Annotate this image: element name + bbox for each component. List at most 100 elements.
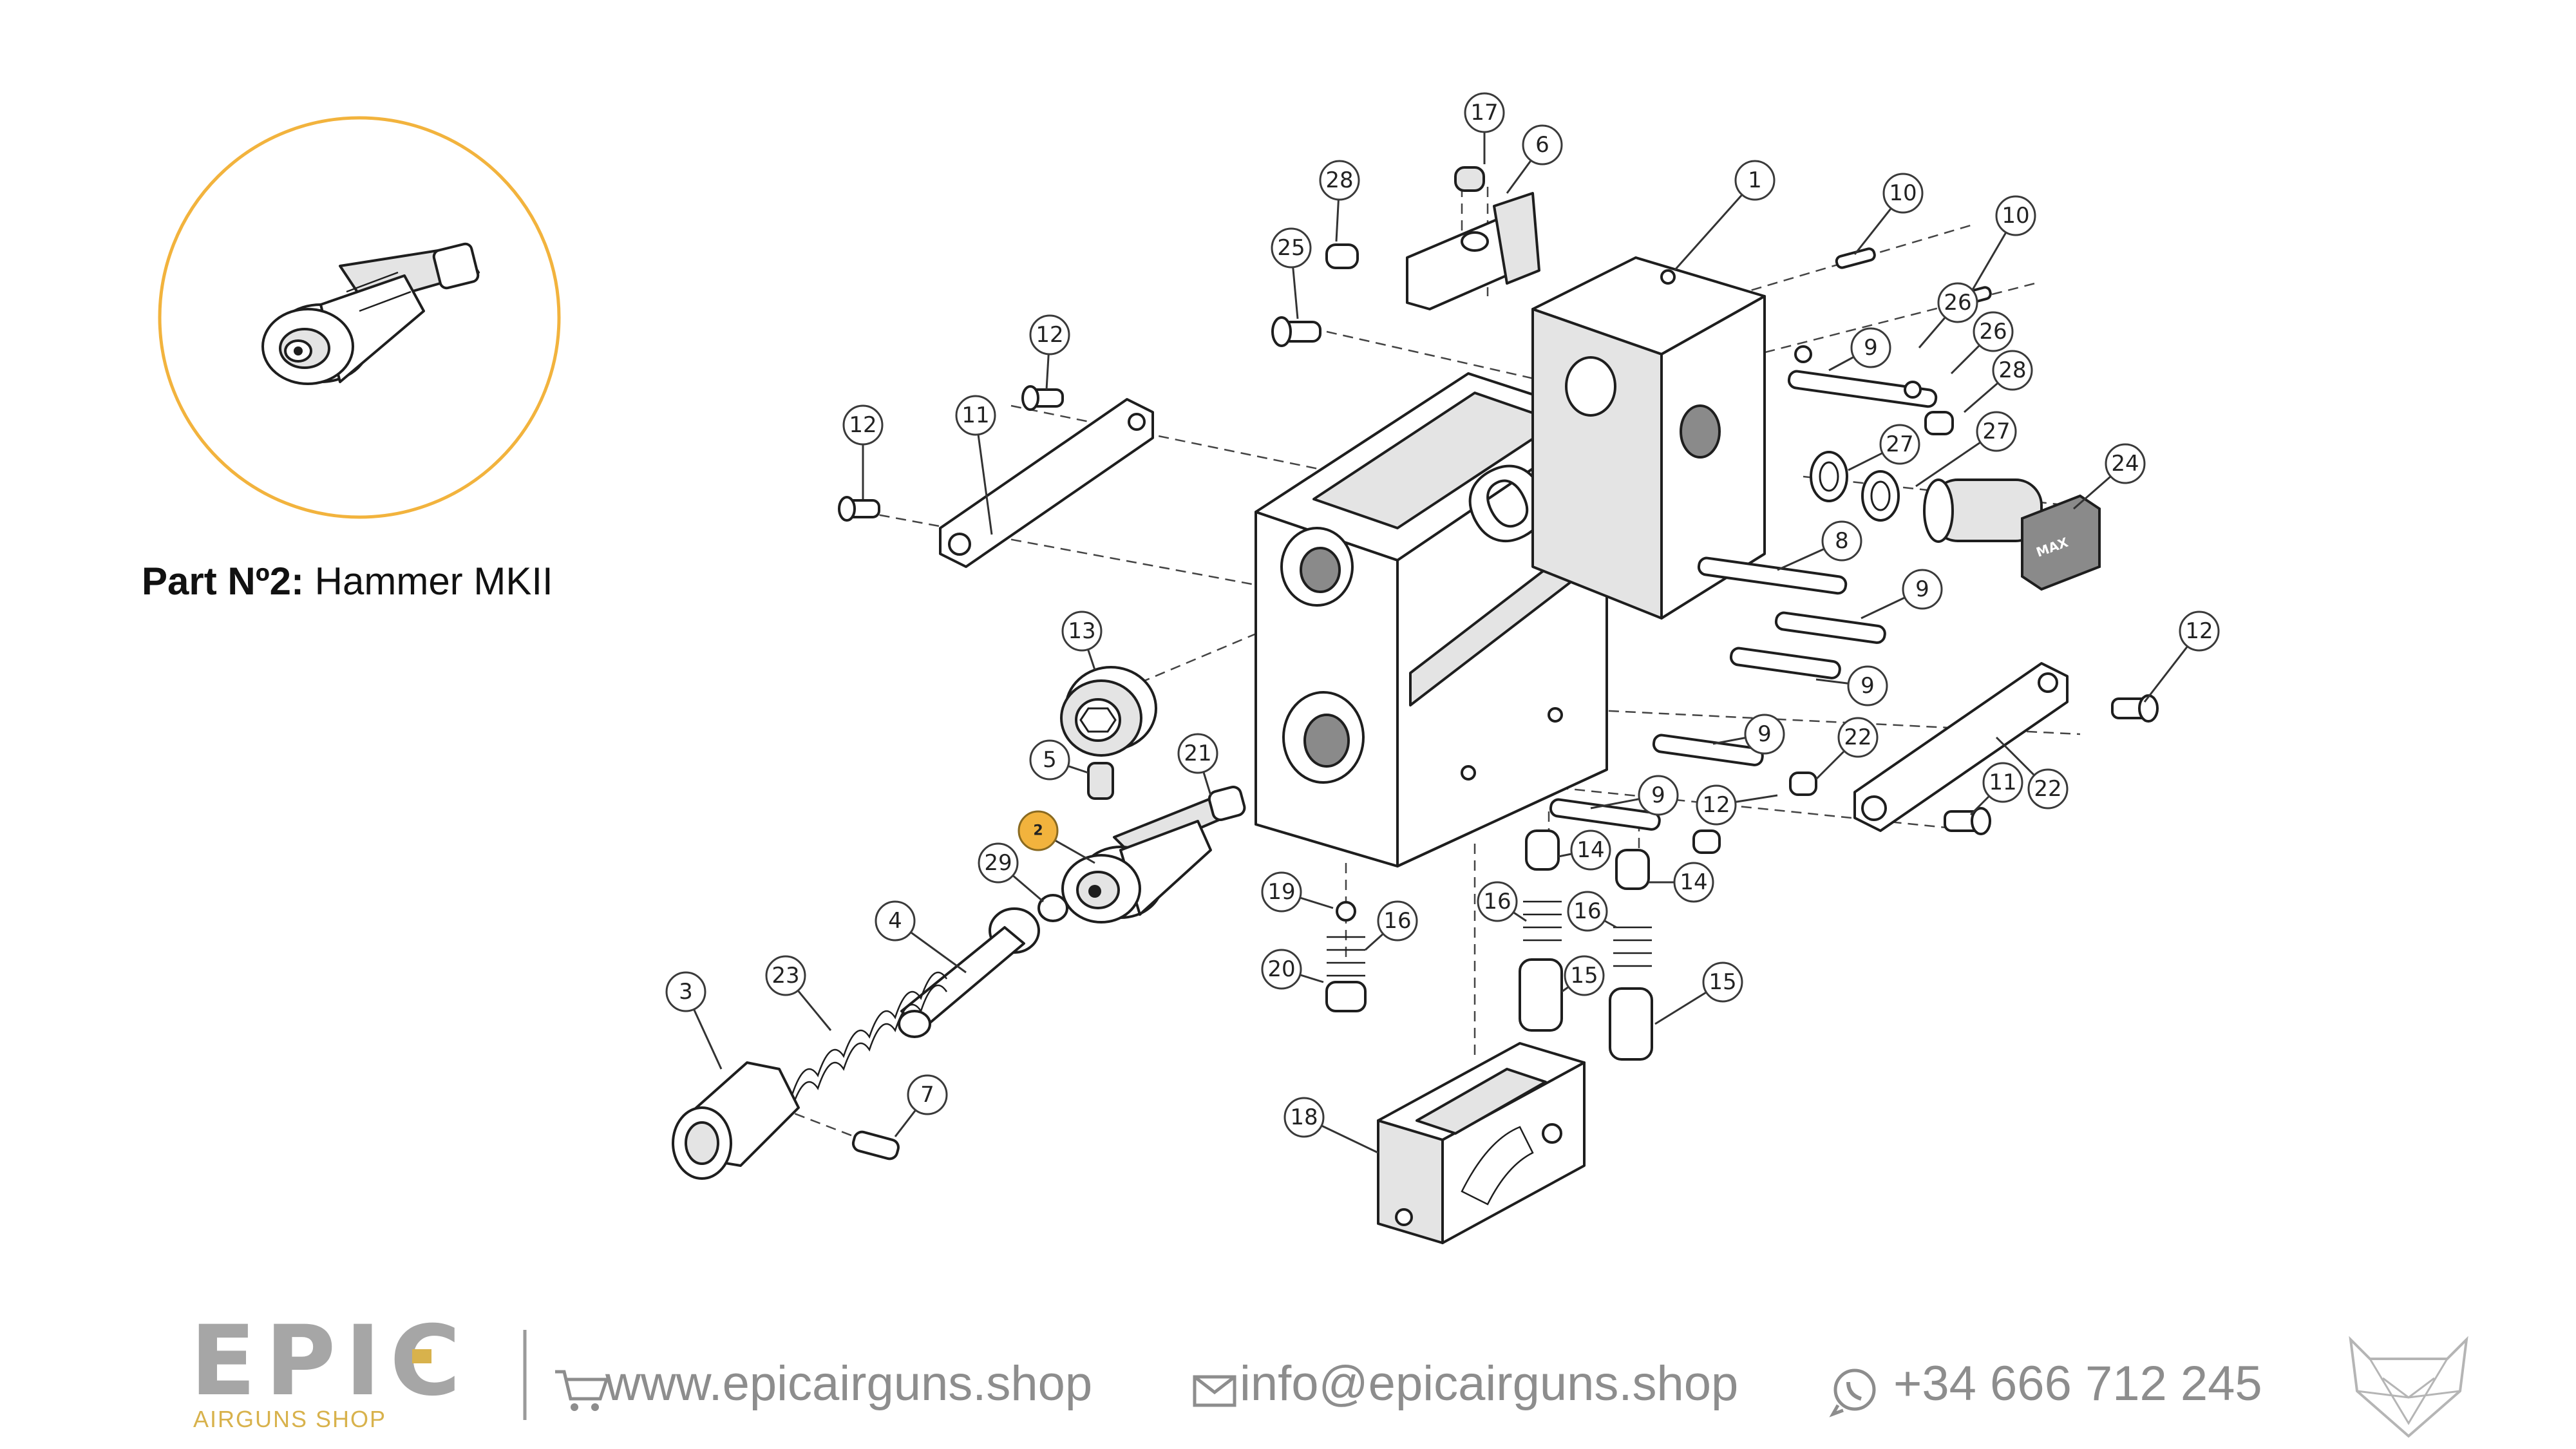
callout-circle (1522, 124, 1563, 166)
callout-number: 17 (1470, 100, 1498, 126)
side-plates (939, 398, 2069, 832)
safety-selector: MAX (1810, 451, 2101, 591)
website-link[interactable]: www.epicairguns.shop (605, 1356, 1093, 1411)
callout-circle (978, 842, 1019, 884)
callout-circle (1564, 955, 1605, 996)
callout-14: 14 (1558, 829, 1611, 871)
callout-number: 15 (1570, 963, 1598, 989)
callout-2-highlighted[interactable]: 2 (1018, 810, 1095, 864)
callout-16: 16 (1364, 900, 1418, 951)
callout-number: 12 (1036, 322, 1063, 348)
callout-circle (1902, 569, 1943, 610)
callout-circle (1882, 173, 1924, 214)
callout-circle (1029, 739, 1070, 781)
callout-circle (1177, 733, 1218, 774)
email-link[interactable]: info@epicairguns.shop (1240, 1356, 1739, 1411)
callout-26: 26 (1918, 282, 1978, 348)
callout-circle (1847, 665, 1888, 706)
callout-circle (2105, 443, 2146, 484)
callout-number: 11 (1989, 770, 2016, 795)
callout-22: 22 (1995, 736, 2069, 810)
callout-4: 4 (875, 900, 967, 974)
callout-25: 25 (1271, 227, 1312, 319)
hammer-detail-drawing (261, 242, 480, 385)
callout-number: 16 (1383, 908, 1411, 934)
callout-circle (1992, 350, 2033, 391)
mail-icon (1193, 1375, 1236, 1407)
callout-circle (1973, 311, 2014, 352)
callout-circle (1261, 871, 1302, 913)
part-name-label: Hammer MKII (314, 560, 553, 603)
callout-12: 12 (2143, 611, 2220, 703)
callout-circle (1673, 862, 1714, 903)
callout-circle (765, 955, 806, 996)
callout-number: 15 (1709, 969, 1736, 995)
callout-15: 15 (1654, 961, 1743, 1025)
callout-number: 28 (1325, 167, 1353, 193)
callout-7: 7 (894, 1074, 948, 1137)
callout-circle (875, 900, 916, 942)
part-number-label: Part Nº2: (142, 560, 304, 603)
callout-1: 1 (1673, 160, 1776, 271)
screws (838, 316, 2159, 835)
callout-circle (842, 404, 884, 446)
callout-3: 3 (665, 971, 723, 1070)
callout-23: 23 (765, 955, 832, 1031)
callout-number: 11 (961, 402, 989, 428)
callout-circle (1837, 717, 1879, 758)
callout-circle (907, 1074, 948, 1115)
callout-circle (1744, 714, 1785, 755)
callout-number: 1 (1748, 167, 1762, 193)
callout-circle (1029, 314, 1070, 355)
callout-number: 9 (1861, 673, 1875, 699)
callout-number: 12 (849, 412, 876, 438)
callout-number: 19 (1267, 879, 1295, 905)
callout-number: 9 (1915, 576, 1929, 602)
callout-number: 13 (1068, 618, 1095, 644)
callout-number: 29 (984, 850, 1012, 876)
callout-11: 11 (1969, 762, 2023, 816)
callout-circle (1377, 900, 1418, 942)
callout-28: 28 (1964, 350, 2033, 413)
callout-12: 12 (1029, 314, 1070, 390)
callout-22: 22 (1815, 717, 1879, 781)
callout-circle (1464, 92, 1505, 133)
callout-circle (1850, 327, 1891, 368)
callout-number: 23 (772, 963, 799, 989)
callout-circle (1319, 160, 1360, 201)
callout-20: 20 (1261, 949, 1324, 990)
callout-number: 2 (1033, 823, 1043, 839)
pin-28 (1325, 243, 1359, 269)
callout-circle (2179, 611, 2220, 652)
whatsapp-icon (1829, 1368, 1876, 1417)
callout-number: 7 (920, 1082, 934, 1108)
front-bushing (1060, 666, 1157, 757)
callout-18: 18 (1283, 1097, 1379, 1154)
callout-15: 15 (1561, 955, 1605, 996)
callout-6: 6 (1506, 124, 1563, 194)
callout-number: 27 (1982, 419, 2010, 444)
callout-number: 14 (1680, 869, 1707, 895)
callout-circle (1937, 282, 1978, 323)
callout-circle (1696, 784, 1737, 826)
callout-number: 9 (1757, 721, 1772, 747)
callout-9: 9 (1590, 775, 1679, 816)
callout-number: 9 (1651, 782, 1665, 808)
callout-9: 9 (1861, 569, 1943, 620)
callout-circle (1261, 949, 1302, 990)
callout-circle (1734, 160, 1776, 201)
callout-circle (1702, 961, 1743, 1003)
callout-28: 28 (1319, 160, 1360, 242)
part-label: Part Nº2: Hammer MKII (142, 559, 553, 603)
callout-21: 21 (1177, 733, 1218, 796)
callout-circle (1879, 424, 1920, 465)
callout-circle (1638, 775, 1679, 816)
callout-circle (1821, 520, 1862, 562)
pin-17 (1454, 166, 1485, 192)
callout-number: 18 (1290, 1104, 1318, 1130)
callout-16: 16 (1477, 881, 1527, 922)
callout-number: 21 (1184, 741, 1211, 766)
phone-link[interactable]: +34 666 712 245 (1893, 1356, 2262, 1411)
callout-24: 24 (2073, 443, 2146, 510)
